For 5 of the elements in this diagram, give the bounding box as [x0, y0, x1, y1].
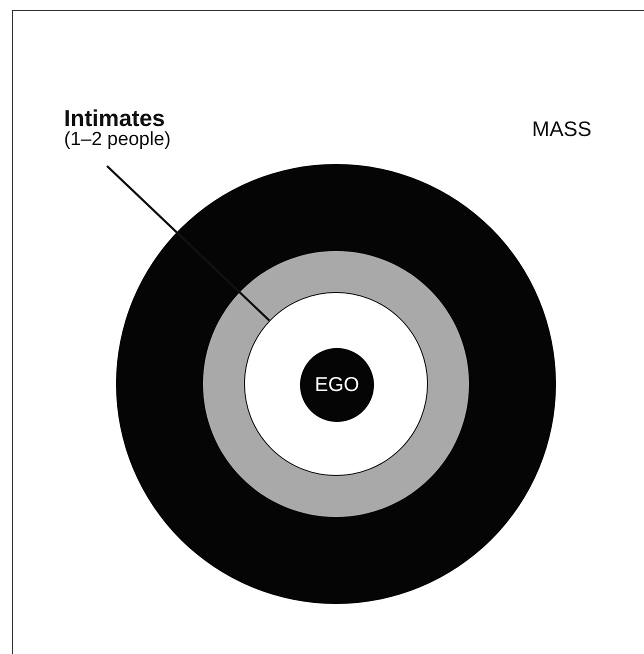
ego-label: EGO: [314, 374, 360, 396]
leader-line: [106, 165, 270, 322]
callout-text: (1–2 people): [64, 130, 171, 150]
area-label: MASS: [532, 118, 592, 142]
callout-heading: Intimates: [64, 106, 165, 130]
